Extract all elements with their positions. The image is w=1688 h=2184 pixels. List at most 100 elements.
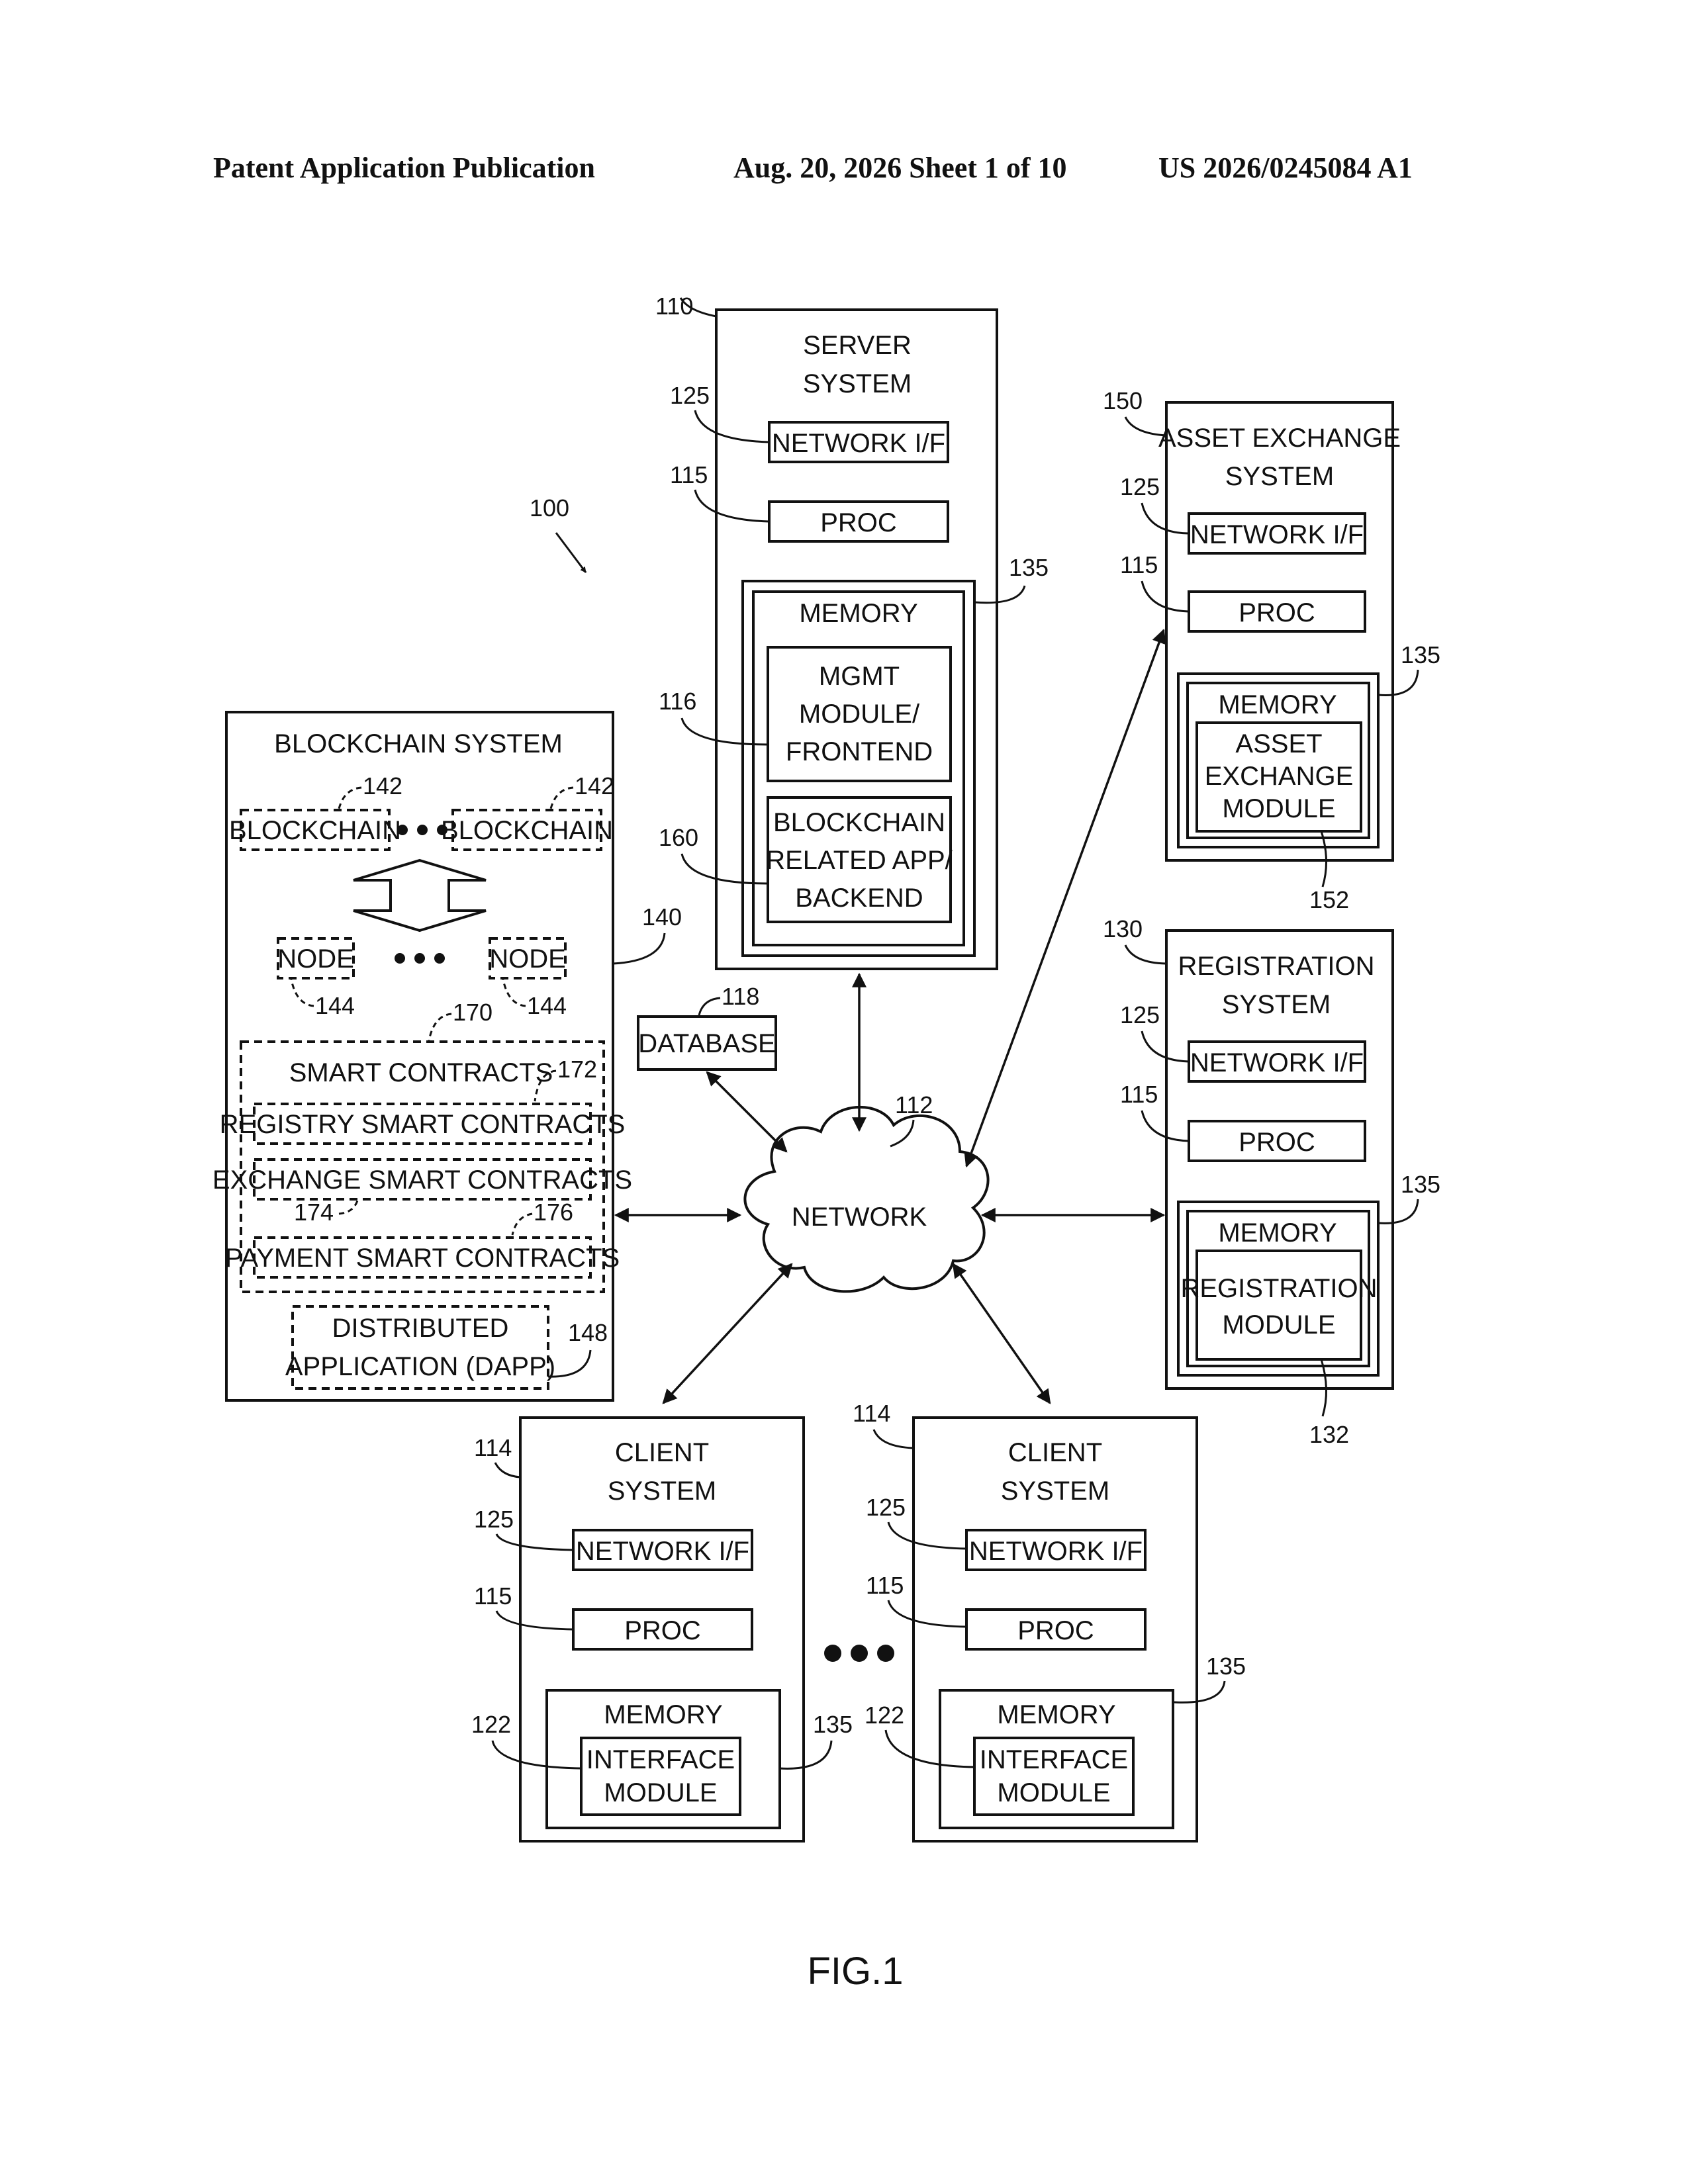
leader-line (974, 586, 1025, 603)
leader-line (339, 1201, 357, 1214)
diagram-label: PROC (1017, 1616, 1094, 1645)
diagram-label: APPLICATION (DAPP) (285, 1352, 555, 1381)
ref-numeral-115: 115 (474, 1582, 512, 1610)
diagram-label: EXCHANGE (1205, 762, 1354, 791)
leader-line (496, 1611, 573, 1629)
ref-numeral-115: 115 (1120, 551, 1158, 578)
link-database-network (707, 1072, 786, 1152)
diagram-label: CLIENT (615, 1438, 709, 1467)
ref-numeral-135: 135 (1009, 554, 1049, 581)
ref-numeral-122: 122 (471, 1711, 511, 1738)
diagram-label: DISTRIBUTED (332, 1314, 509, 1343)
diagram-label: EXCHANGE SMART CONTRACTS (212, 1165, 632, 1195)
client-ellipsis-dot (824, 1645, 841, 1662)
leader-line (695, 410, 769, 442)
diagram-label: SMART CONTRACTS (289, 1058, 553, 1087)
ref-numeral-152: 152 (1309, 886, 1349, 913)
ref-numeral-150: 150 (1103, 387, 1143, 414)
server-system: SERVER SYSTEM NETWORK I/F PROC MEMORY MG… (716, 310, 997, 969)
ref-numeral-118: 118 (722, 983, 759, 1010)
ref-numeral-115: 115 (1120, 1081, 1158, 1108)
leader-line (613, 933, 665, 964)
ref-numeral-148: 148 (568, 1319, 608, 1346)
ref-numeral-144: 144 (315, 992, 355, 1019)
diagram-label: ASSET EXCHANGE (1158, 424, 1401, 453)
diagram-label: MEMORY (997, 1700, 1115, 1729)
diagram-label: MEMORY (1218, 1218, 1336, 1248)
ref-numeral-115: 115 (670, 461, 708, 488)
leader-line (1173, 1681, 1225, 1702)
ref-numeral-172: 172 (557, 1056, 597, 1083)
diagram-label: SYSTEM (1001, 1477, 1109, 1506)
diagram-label: RELATED APP/ (766, 846, 953, 875)
ref-numeral-125: 125 (1120, 473, 1160, 500)
ref-numeral-160: 160 (659, 824, 698, 851)
ref-numeral-140: 140 (642, 903, 682, 931)
database: DATABASE (638, 1017, 776, 1069)
diagram-label: NETWORK (792, 1203, 927, 1232)
diagram-label: REGISTRATION (1180, 1274, 1377, 1303)
diagram-label: MEMORY (799, 599, 917, 628)
ref-100: 100 (530, 494, 569, 522)
ref-numeral-135: 135 (1206, 1653, 1246, 1680)
ref-numeral-125: 125 (474, 1506, 514, 1533)
diagram-label: PROC (624, 1616, 701, 1645)
diagram-label: NETWORK I/F (772, 429, 945, 458)
client-ellipsis-dot (851, 1645, 868, 1662)
link-client2-network (953, 1264, 1050, 1403)
diagram-label: PAYMENT SMART CONTRACTS (225, 1244, 620, 1273)
leader-line (339, 788, 361, 809)
diagram-label: NODE (277, 944, 354, 974)
diagram-label: NETWORK I/F (576, 1537, 749, 1566)
diagram-label: BACKEND (795, 884, 923, 913)
leader-line (429, 1014, 451, 1040)
ref-numeral-142: 142 (363, 772, 402, 799)
diagram-label: CLIENT (1008, 1438, 1102, 1467)
diagram-label: PROC (1239, 1128, 1315, 1157)
leader-line (874, 1430, 914, 1448)
diagram-label: REGISTRY SMART CONTRACTS (220, 1110, 626, 1139)
ref-100-arrow (556, 533, 586, 572)
diagram-label: MEMORY (604, 1700, 722, 1729)
client-system-2: CLIENT SYSTEM NETWORK I/F PROC MEMORY IN… (914, 1418, 1197, 1841)
ref-numeral-176: 176 (534, 1199, 573, 1226)
diagram-label: INTERFACE (586, 1745, 735, 1774)
diagram-label: MEMORY (1218, 690, 1336, 719)
network-cloud: NETWORK (745, 1107, 988, 1292)
diagram-label: SYSTEM (803, 369, 912, 398)
registration-system: REGISTRATION SYSTEM NETWORK I/F PROC MEM… (1166, 931, 1393, 1388)
diagram-label: SERVER (803, 331, 912, 360)
diagram-label: NODE (489, 944, 566, 974)
diagram-label: MODULE (1222, 1310, 1335, 1340)
diagram-label: BLOCKCHAIN (441, 816, 613, 845)
ref-numeral-132: 132 (1309, 1421, 1349, 1448)
figure-label: FIG.1 (807, 1950, 903, 1993)
ref-numeral-125: 125 (1120, 1001, 1160, 1028)
leader-line (888, 1600, 966, 1627)
leader-line (1125, 945, 1166, 964)
diagram-label: PROC (1239, 598, 1315, 627)
diagram-label: SYSTEM (1225, 462, 1334, 491)
leader-line (699, 998, 720, 1015)
ref-numeral-122: 122 (865, 1702, 904, 1729)
link-client1-network (663, 1264, 792, 1403)
ref-numeral-174: 174 (294, 1199, 334, 1226)
header-date-sheet: Aug. 20, 2026 Sheet 1 of 10 (733, 152, 1067, 184)
leader-line (886, 1730, 974, 1767)
diagram-label: MGMT (819, 662, 900, 691)
leader-line (291, 979, 314, 1006)
diagram-label: INTERFACE (980, 1745, 1128, 1774)
asset-exchange-system: ASSET EXCHANGE SYSTEM NETWORK I/F PROC M… (1158, 402, 1401, 860)
ref-numeral-144: 144 (527, 992, 567, 1019)
diagram-label: MODULE/ (799, 700, 920, 729)
ref-numeral-125: 125 (866, 1494, 906, 1521)
ref-numeral-115: 115 (866, 1572, 904, 1599)
header-publication: Patent Application Publication (213, 152, 595, 184)
ref-numeral-130: 130 (1103, 915, 1143, 942)
ref-numeral-125: 125 (670, 382, 710, 409)
leader-line (503, 979, 526, 1006)
leader-line (888, 1522, 966, 1549)
diagram-label: BLOCKCHAIN (229, 816, 401, 845)
diagram-label: PROC (820, 508, 897, 537)
diagram-label: REGISTRATION (1178, 952, 1374, 981)
